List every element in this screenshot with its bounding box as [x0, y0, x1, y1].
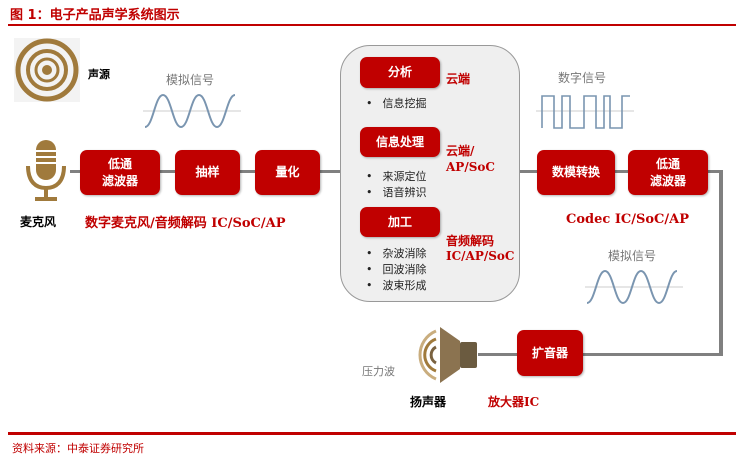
source-note: 资料来源：中泰证券研究所	[12, 442, 144, 455]
work-location-2: IC/AP/SoC	[446, 249, 515, 263]
dac-box: 数模转换	[537, 150, 615, 195]
digital-wave-icon	[536, 95, 634, 129]
microphone-icon	[26, 140, 66, 201]
bottom-rule	[8, 432, 736, 435]
analog-wave-icon	[585, 269, 683, 305]
processing-item: 来源定位	[366, 168, 427, 184]
codec-caption: Codec IC/SoC/AP	[566, 212, 690, 227]
connector-line	[719, 170, 723, 356]
processing-work-box: 加工	[360, 207, 440, 237]
mic-chain-caption: 数字麦克风/音频解码 IC/SoC/AP	[85, 216, 286, 231]
connector-line	[518, 170, 722, 173]
analog-signal-label: 模拟信号	[166, 73, 215, 87]
work-item: 回波消除	[366, 261, 427, 277]
amplifier-box: 扩音器	[517, 330, 583, 376]
output-lowpass-filter-box: 低通 滤波器	[628, 150, 708, 195]
analysis-box: 分析	[360, 57, 440, 88]
connector-line	[478, 353, 723, 356]
pressure-wave-label: 压力波	[362, 365, 395, 378]
work-location-1: 音频解码	[446, 234, 495, 248]
analysis-location: 云端	[446, 72, 471, 86]
processing-location-2: AP/SoC	[446, 160, 495, 174]
work-item: 波束形成	[366, 277, 427, 293]
digital-signal-label: 数字信号	[558, 71, 607, 85]
info-processing-box: 信息处理	[360, 127, 440, 157]
sound-source-label: 声源	[88, 68, 110, 81]
analog-wave-icon	[143, 93, 241, 129]
amplifier-caption: 放大器IC	[488, 395, 540, 409]
lowpass-filter-box: 低通 滤波器	[80, 150, 160, 195]
processing-item: 语音辨识	[366, 184, 427, 200]
quantization-box: 量化	[255, 150, 320, 195]
top-rule	[8, 24, 736, 26]
sampling-box: 抽样	[175, 150, 240, 195]
figure-title: 图 1：电子产品声学系统图示	[10, 8, 180, 23]
speaker-icon	[418, 327, 477, 383]
microphone-label: 麦克风	[20, 215, 57, 229]
sound-source-icon	[14, 38, 80, 102]
processing-location-1: 云端/	[446, 144, 475, 158]
analog-signal-label: 模拟信号	[608, 249, 657, 263]
analysis-item: 信息挖掘	[366, 95, 427, 111]
speaker-label: 扬声器	[410, 395, 447, 409]
work-item: 杂波消除	[366, 245, 427, 261]
